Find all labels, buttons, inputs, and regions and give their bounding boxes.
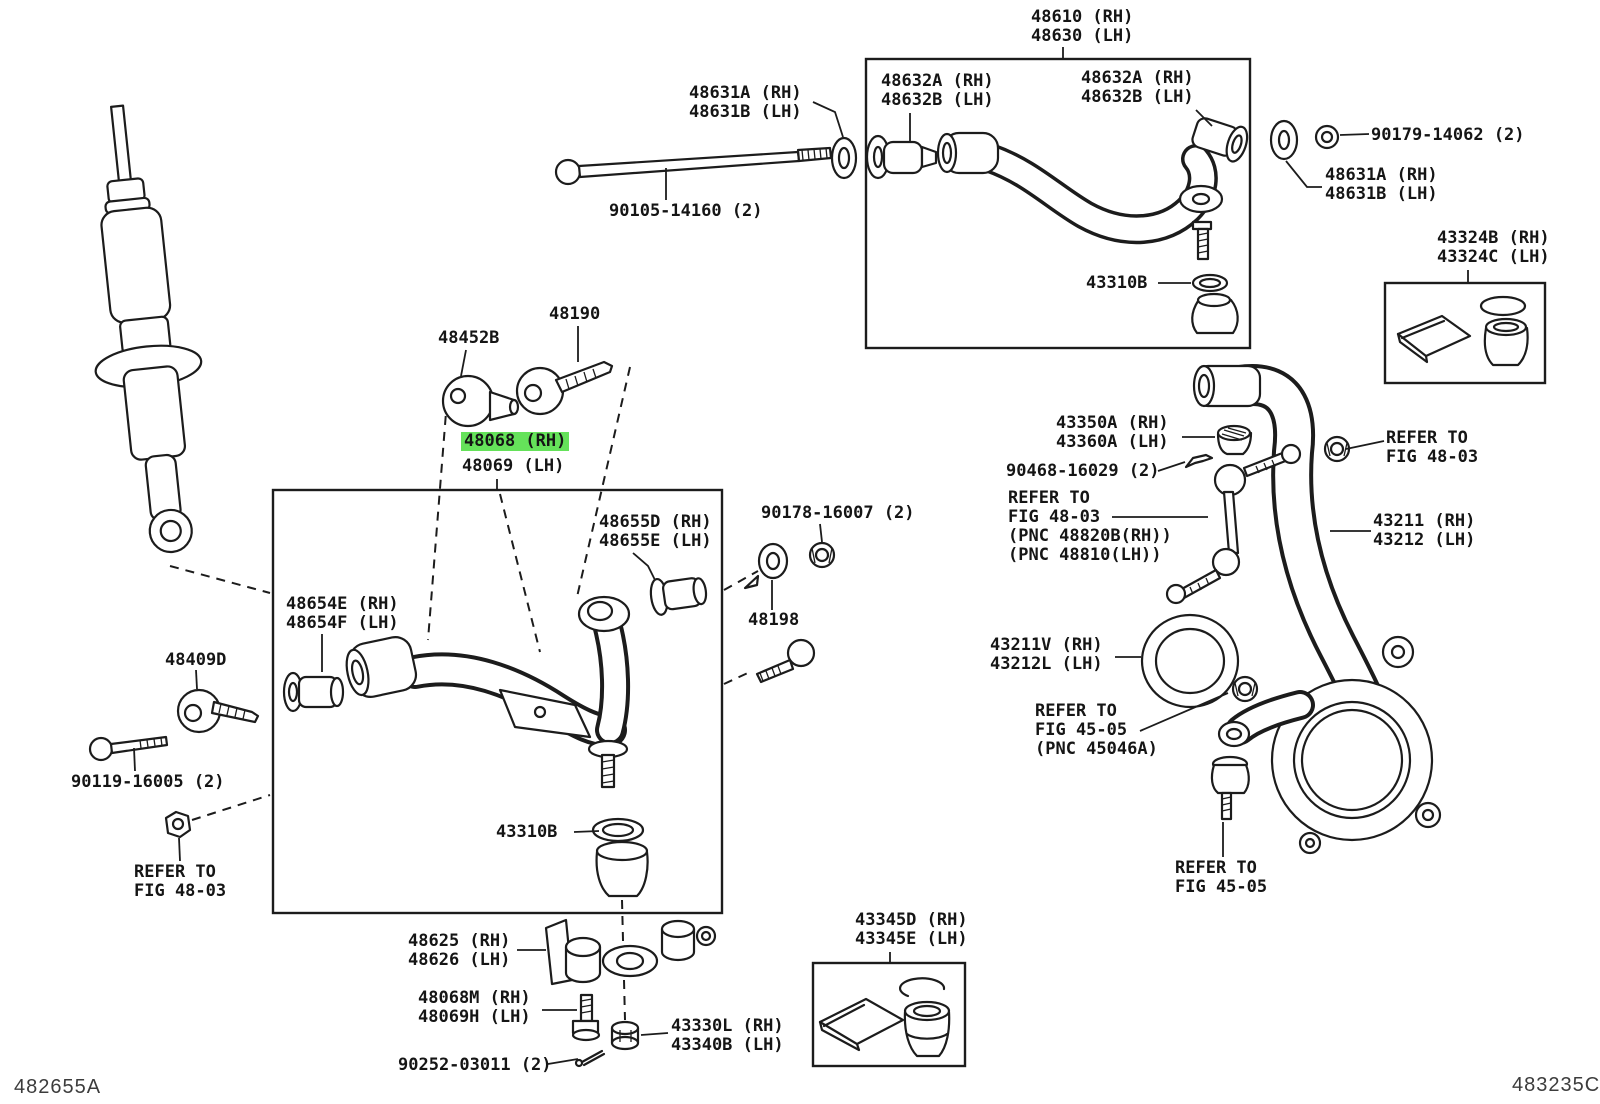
label-support-bracket-bolt: 48068M (RH) 48069H (LH): [418, 988, 531, 1027]
leader-lines: [133, 47, 1469, 1065]
figure-code-right: 483235C: [1512, 1074, 1600, 1096]
anchor-drawing: [88, 688, 260, 762]
label-lower-control-arm-lh: 48069 (LH): [462, 456, 565, 476]
label-camber-cam: 43350A (RH) 43360A (LH): [1056, 413, 1169, 452]
label-lower-arm-cam-washer: 48198: [748, 610, 800, 630]
label-knuckle-dust-kit: 43324B (RH) 43324C (LH): [1437, 228, 1550, 267]
upper-control-arm-drawing: [830, 117, 1249, 335]
label-refer-fig-48-03-stabilizer-link: REFER TO FIG 48-03 (PNC 48820B(RH)) (PNC…: [1008, 488, 1172, 565]
lower-control-arm-drawing: [345, 595, 649, 898]
label-lower-arm-stopper: 48452B: [438, 328, 500, 348]
label-lower-arm-anchor: 48409D: [165, 650, 227, 670]
front-bushing-drawing: [282, 671, 345, 713]
torque-strut-drawing: [515, 360, 614, 416]
stopper-drawing: [441, 374, 520, 428]
label-arm-support-bracket: 48625 (RH) 48626 (LH): [408, 931, 511, 970]
label-balljoint-castle-nut: 43330L (RH) 43340B (LH): [671, 1016, 784, 1055]
camber-bolt-drawing: [554, 146, 833, 186]
stabilizer-link-drawing: [1165, 443, 1302, 605]
balljoint-dust-kit-contents: [818, 977, 951, 1058]
castle-nut-drawing: [610, 1020, 640, 1051]
label-camber-washer-right: 48631A (RH) 48631B (LH): [1325, 165, 1438, 204]
label-refer-fig-45-05-balljoint: REFER TO FIG 45-05: [1175, 858, 1268, 897]
label-lower-control-arm-rh-highlighted: 48068 (RH): [461, 432, 570, 451]
projection-dashes: [169, 366, 759, 1021]
label-cotter-pin: 90252-03011 (2): [398, 1055, 552, 1075]
label-camber-nut: 90179-14062 (2): [1371, 125, 1525, 145]
shock-absorber-drawing: [94, 104, 203, 554]
rear-bushing-drawing: [649, 577, 708, 616]
label-refer-fig-48-03-left: REFER TO FIG 48-03: [134, 862, 227, 901]
label-upper-control-arm-assembly: 48610 (RH) 48630 (LH): [1031, 7, 1134, 46]
hub-nut-drawing: [1231, 675, 1259, 703]
upper-arm-assembly-box: [864, 57, 1252, 350]
label-lower-arm-nut-rear: 90178-16007 (2): [761, 503, 915, 523]
knuckle-dust-kit-contents: [1396, 295, 1529, 367]
steering-knuckle-drawing: [1192, 364, 1442, 855]
label-refer-fig-45-05-nut: REFER TO FIG 45-05 (PNC 45046A): [1035, 701, 1158, 759]
camber-nut-washer-drawing: [1269, 119, 1340, 161]
figure-code-left: 482655A: [14, 1076, 102, 1098]
cam-washer-drawing: [743, 541, 836, 590]
label-cam-clip: 90468-16029 (2): [1006, 461, 1160, 481]
label-lower-arm-bushing-rear: 48655D (RH) 48655E (LH): [599, 512, 712, 551]
label-camber-washer-top: 48631A (RH) 48631B (LH): [689, 83, 802, 122]
label-refer-fig-48-03-right: REFER TO FIG 48-03: [1386, 428, 1479, 467]
label-lower-balljoint-ring: 43310B: [496, 822, 558, 842]
camber-cam-drawing: [1216, 424, 1253, 456]
label-knuckle-oil-seal: 43211V (RH) 43212L (LH): [990, 635, 1103, 674]
label-torque-strut: 48190: [549, 304, 601, 324]
cam-clip-drawing: [1184, 453, 1214, 469]
cotter-pin-drawing: [574, 1049, 606, 1068]
balljoint-dust-kit-box: [811, 961, 967, 1068]
support-bolt-drawing: [571, 993, 601, 1042]
label-balljoint-dust-kit: 43345D (RH) 43345E (LH): [855, 910, 968, 949]
oil-seal-drawing: [1140, 613, 1240, 709]
label-upper-balljoint-ring: 43310B: [1086, 273, 1148, 293]
label-steering-knuckle: 43211 (RH) 43212 (LH): [1373, 511, 1476, 550]
support-bracket-drawing: [544, 918, 717, 986]
label-lower-arm-bushing-front: 48654E (RH) 48654F (LH): [286, 594, 399, 633]
label-upper-arm-bushing-right: 48632A (RH) 48632B (LH): [1081, 68, 1194, 107]
label-upper-arm-bushing-left: 48632A (RH) 48632B (LH): [881, 71, 994, 110]
knuckle-top-nut-drawing: [1323, 435, 1351, 463]
label-camber-adjust-bolt: 90105-14160 (2): [609, 201, 763, 221]
arm-nut-drawing: [164, 810, 192, 839]
knuckle-dust-kit-box: [1383, 281, 1547, 385]
arm-mount-bolt-drawing: [755, 638, 816, 684]
label-anchor-bolt: 90119-16005 (2): [71, 772, 225, 792]
